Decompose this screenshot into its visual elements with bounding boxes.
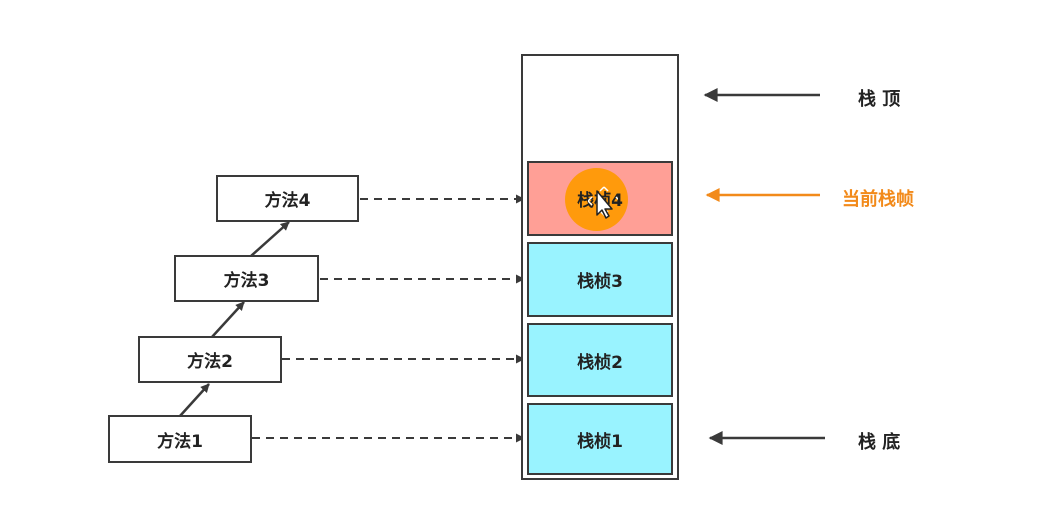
stack-frame-label-1: 栈桢1 [577,431,623,452]
method-label-4: 方法4 [264,191,311,211]
method-label-3: 方法3 [223,271,270,291]
method-label-1: 方法1 [157,431,203,452]
stack-bottom-label: 栈 底 [858,432,901,453]
method-box-4: 方法4 [216,175,359,222]
stack-frame-label-3: 栈桢3 [577,272,623,292]
stack-frame-3: 栈桢3 [527,242,673,317]
call-arrow-2-to-3 [211,301,245,338]
stack-top-label: 栈 顶 [858,89,901,110]
method-label-2: 方法2 [187,352,233,372]
method-box-1: 方法1 [108,415,252,463]
method-box-2: 方法2 [138,336,282,383]
stack-frame-2: 栈桢2 [527,323,673,397]
move-cursor-icon [588,186,618,219]
call-arrow-3-to-4 [250,221,290,257]
stack-frame-4-current: 栈桢4 [527,161,673,236]
stack-frame-label-2: 栈桢2 [577,352,623,373]
current-frame-label: 当前栈帧 [842,189,914,210]
method-box-3: 方法3 [174,255,319,302]
stack-frame-1: 栈桢1 [527,403,673,475]
call-arrow-1-to-2 [179,383,210,417]
